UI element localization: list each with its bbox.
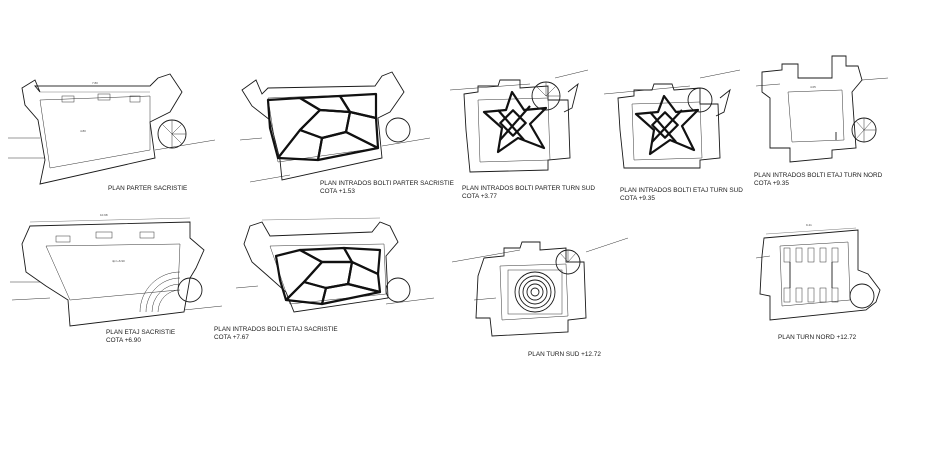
plan-intrados-bolti-etaj-sacristie: PLAN INTRADOS BOLTI ETAJ SACRISTIE COTA … <box>214 217 435 341</box>
plan-etaj-sacristie: 10.98 4p=+6.90 PLAN ETAJ SACRISTIE COTA … <box>10 213 223 344</box>
plan-label: PLAN TURN SUD +12.72 <box>528 351 601 358</box>
svg-text:9.41: 9.41 <box>806 223 812 227</box>
plan-turn-sud: PLAN TURN SUD +12.72 <box>451 237 629 358</box>
svg-text:7.80: 7.80 <box>92 81 98 85</box>
plan-intrados-bolti-parter-sacristie: PLAN INTRADOS BOLTI PARTER SACRISTIE COT… <box>239 71 454 195</box>
plan-label: PLAN ETAJ SACRISTIE <box>106 329 175 336</box>
svg-text:10.98: 10.98 <box>100 213 108 217</box>
plan-label: PLAN PARTER SACRISTIE <box>108 185 187 192</box>
plan-parter-sacristie: 7.80 4.80 PLAN PARTER SACRISTIE <box>8 73 216 192</box>
svg-text:4.80: 4.80 <box>80 129 86 133</box>
plan-label-cota: COTA +3.77 <box>462 193 497 200</box>
svg-text:4.05: 4.05 <box>810 85 816 89</box>
plan-label-cota: COTA +6.90 <box>106 337 141 344</box>
plan-label: PLAN INTRADOS BOLTI PARTER SACRISTIE <box>320 180 454 187</box>
plan-turn-nord: 9.41 PLAN TURN NORD +12.72 <box>755 223 881 341</box>
plan-label: PLAN TURN NORD +12.72 <box>778 334 857 341</box>
plan-label-cota: COTA +1.53 <box>320 188 355 195</box>
plan-label-cota: COTA +9.35 <box>754 180 789 187</box>
plan-label-cota: COTA +7.67 <box>214 334 249 341</box>
plan-label: PLAN INTRADOS BOLTI ETAJ TURN NORD <box>754 172 883 179</box>
plan-label-cota: COTA +9.35 <box>620 195 655 202</box>
plan-intrados-bolti-etaj-turn-nord: 4.05 PLAN INTRADOS BOLTI ETAJ TURN NORD … <box>754 55 889 187</box>
plan-intrados-bolti-etaj-turn-sud: PLAN INTRADOS BOLTI ETAJ TURN SUD COTA +… <box>603 69 743 202</box>
plan-label: PLAN INTRADOS BOLTI PARTER TURN SUD <box>462 185 595 192</box>
plan-label: PLAN INTRADOS BOLTI ETAJ SACRISTIE <box>214 326 338 333</box>
svg-text:4p=+6.90: 4p=+6.90 <box>112 259 125 263</box>
plan-intrados-bolti-parter-turn-sud: PLAN INTRADOS BOLTI PARTER TURN SUD COTA… <box>449 69 595 200</box>
plan-label: PLAN INTRADOS BOLTI ETAJ TURN SUD <box>620 187 743 194</box>
